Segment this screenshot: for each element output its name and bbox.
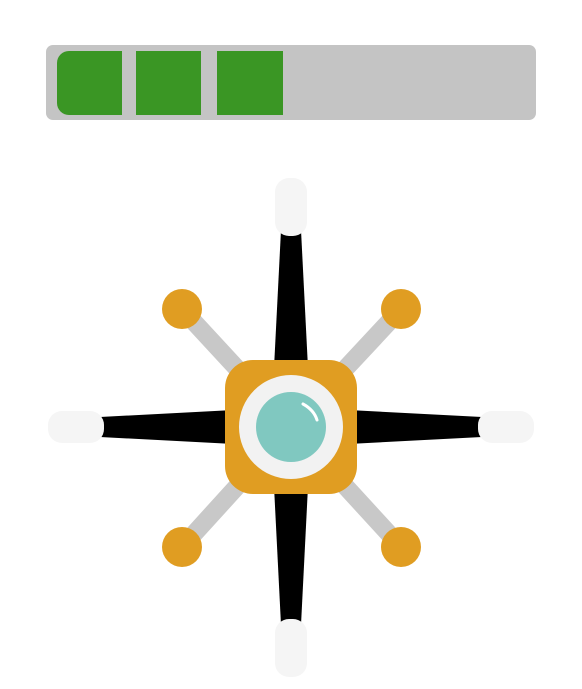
progress-segment-filled [136, 51, 201, 115]
progress-segment-filled [217, 51, 283, 115]
drone-lens [256, 392, 326, 462]
progress-segment-filled [57, 51, 122, 115]
drone-lens-highlight [301, 402, 319, 422]
drone-strut-balls [162, 289, 421, 567]
progress-bar [46, 45, 536, 120]
drone-arm-tips [48, 178, 534, 677]
